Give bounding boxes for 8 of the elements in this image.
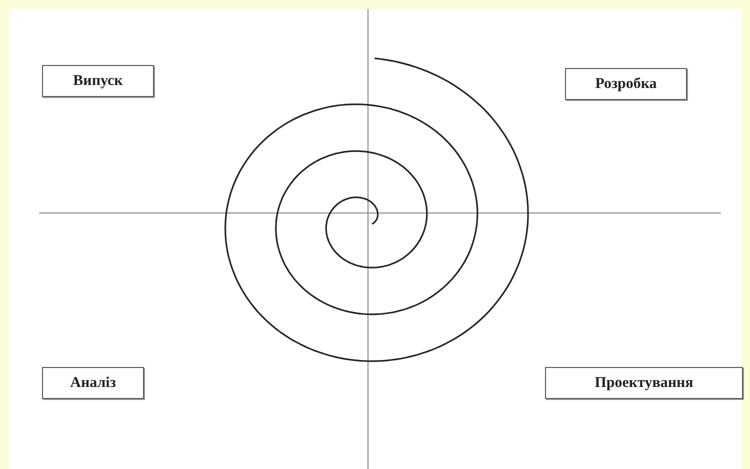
phase-label: Випуск	[73, 72, 123, 90]
phase-label: Аналіз	[70, 374, 116, 392]
label-box	[545, 367, 743, 399]
label-box	[565, 68, 687, 100]
phase-label: Розробка	[595, 76, 657, 92]
label-box	[42, 367, 144, 399]
phase-label: Проектування	[594, 374, 694, 392]
label-box	[42, 65, 154, 97]
